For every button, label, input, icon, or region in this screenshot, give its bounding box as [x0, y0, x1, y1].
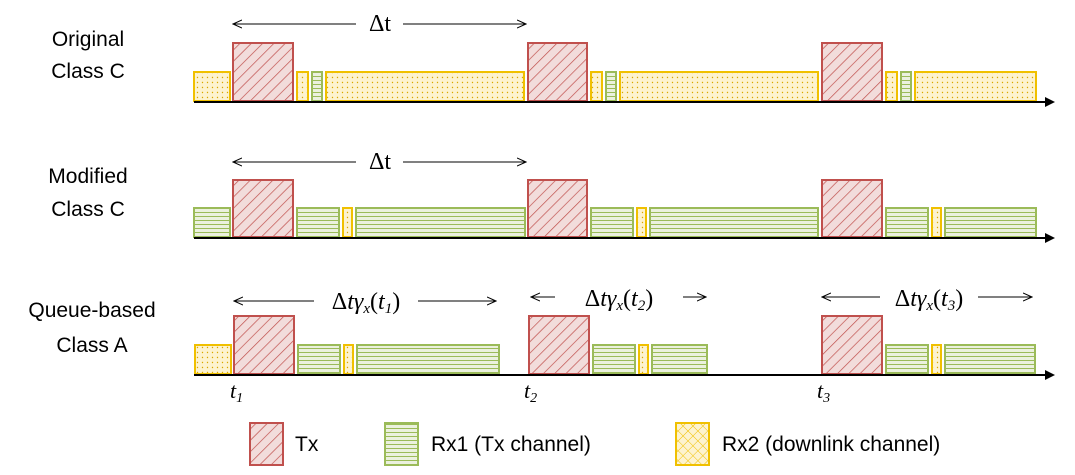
rx1-window: [651, 344, 708, 375]
rx2-window: [590, 71, 603, 102]
rx2-window: [931, 207, 942, 238]
rx1-window: [297, 344, 341, 375]
rx1-window: [944, 344, 1036, 375]
row-modified-class-c: Δt: [193, 149, 1055, 243]
rx1-window: [355, 207, 526, 238]
interval-time-ref: t: [378, 289, 386, 315]
tx-window: [233, 315, 295, 375]
legend-label-rx2: Rx2 (downlink channel): [722, 433, 940, 456]
legend-label-tx: Tx: [295, 433, 319, 456]
interval-label-gamma: Δtγx(t2): [585, 286, 653, 314]
row-2-label-line1: Modified: [48, 165, 127, 188]
tx-window: [527, 179, 588, 238]
rx2-window: [619, 71, 819, 102]
rx1-window: [900, 71, 912, 102]
rx2-window: [914, 71, 1037, 102]
row-1-label-line1: Original: [52, 28, 124, 51]
rx1-window: [356, 344, 500, 375]
row-1-label-line2: Class C: [51, 60, 125, 83]
rx1-window: [944, 207, 1037, 238]
rx2-window: [885, 71, 898, 102]
interval-label: Δt: [369, 11, 391, 37]
time-mark-t3: t3: [817, 378, 830, 406]
tx-window: [821, 42, 883, 102]
rx1-window: [885, 207, 929, 238]
tx-window: [821, 315, 883, 375]
legend: Tx Rx1 (Tx channel) Rx2 (downlink channe…: [249, 422, 940, 466]
legend-swatch-tx: [249, 422, 284, 466]
rx2-window: [193, 71, 231, 102]
rx2-window: [342, 207, 353, 238]
tx-window: [528, 315, 590, 375]
legend-swatch-rx2: [675, 422, 710, 466]
time-mark-t1: t1: [230, 378, 243, 406]
rx1-window: [193, 207, 231, 238]
rx2-window: [194, 344, 232, 375]
rx1-window: [296, 207, 340, 238]
rx1-window: [311, 71, 323, 102]
rx1-window: [592, 344, 636, 375]
interval-label: Δt: [369, 149, 391, 175]
rx1-window: [885, 344, 929, 375]
interval-label-gamma: Δtγx(t1): [332, 289, 400, 317]
row-original-class-c: Δt: [193, 11, 1055, 107]
tx-window: [527, 42, 588, 102]
row-queue-based-class-a: Δtγx(t1) Δtγx(t2) Δtγx(t3) t1 t2 t3: [194, 286, 1055, 406]
rx1-window: [590, 207, 634, 238]
time-mark-t2: t2: [524, 378, 537, 406]
rx1-window: [605, 71, 617, 102]
row-3-label-line2: Class A: [56, 334, 127, 357]
tx-window: [821, 179, 883, 238]
legend-swatch-rx1: [384, 422, 419, 466]
legend-label-rx1: Rx1 (Tx channel): [431, 433, 591, 456]
row-2-label-line2: Class C: [51, 198, 125, 221]
rx2-window: [638, 344, 649, 375]
rx2-window: [636, 207, 647, 238]
rx1-window: [649, 207, 819, 238]
rx2-window: [931, 344, 942, 375]
tx-window: [232, 179, 294, 238]
rx2-window: [325, 71, 525, 102]
rx2-window: [343, 344, 354, 375]
row-3-label-line1: Queue-based: [28, 299, 155, 322]
tx-window: [232, 42, 294, 102]
rx2-window: [296, 71, 309, 102]
interval-label-gamma: Δtγx(t3): [895, 286, 963, 314]
